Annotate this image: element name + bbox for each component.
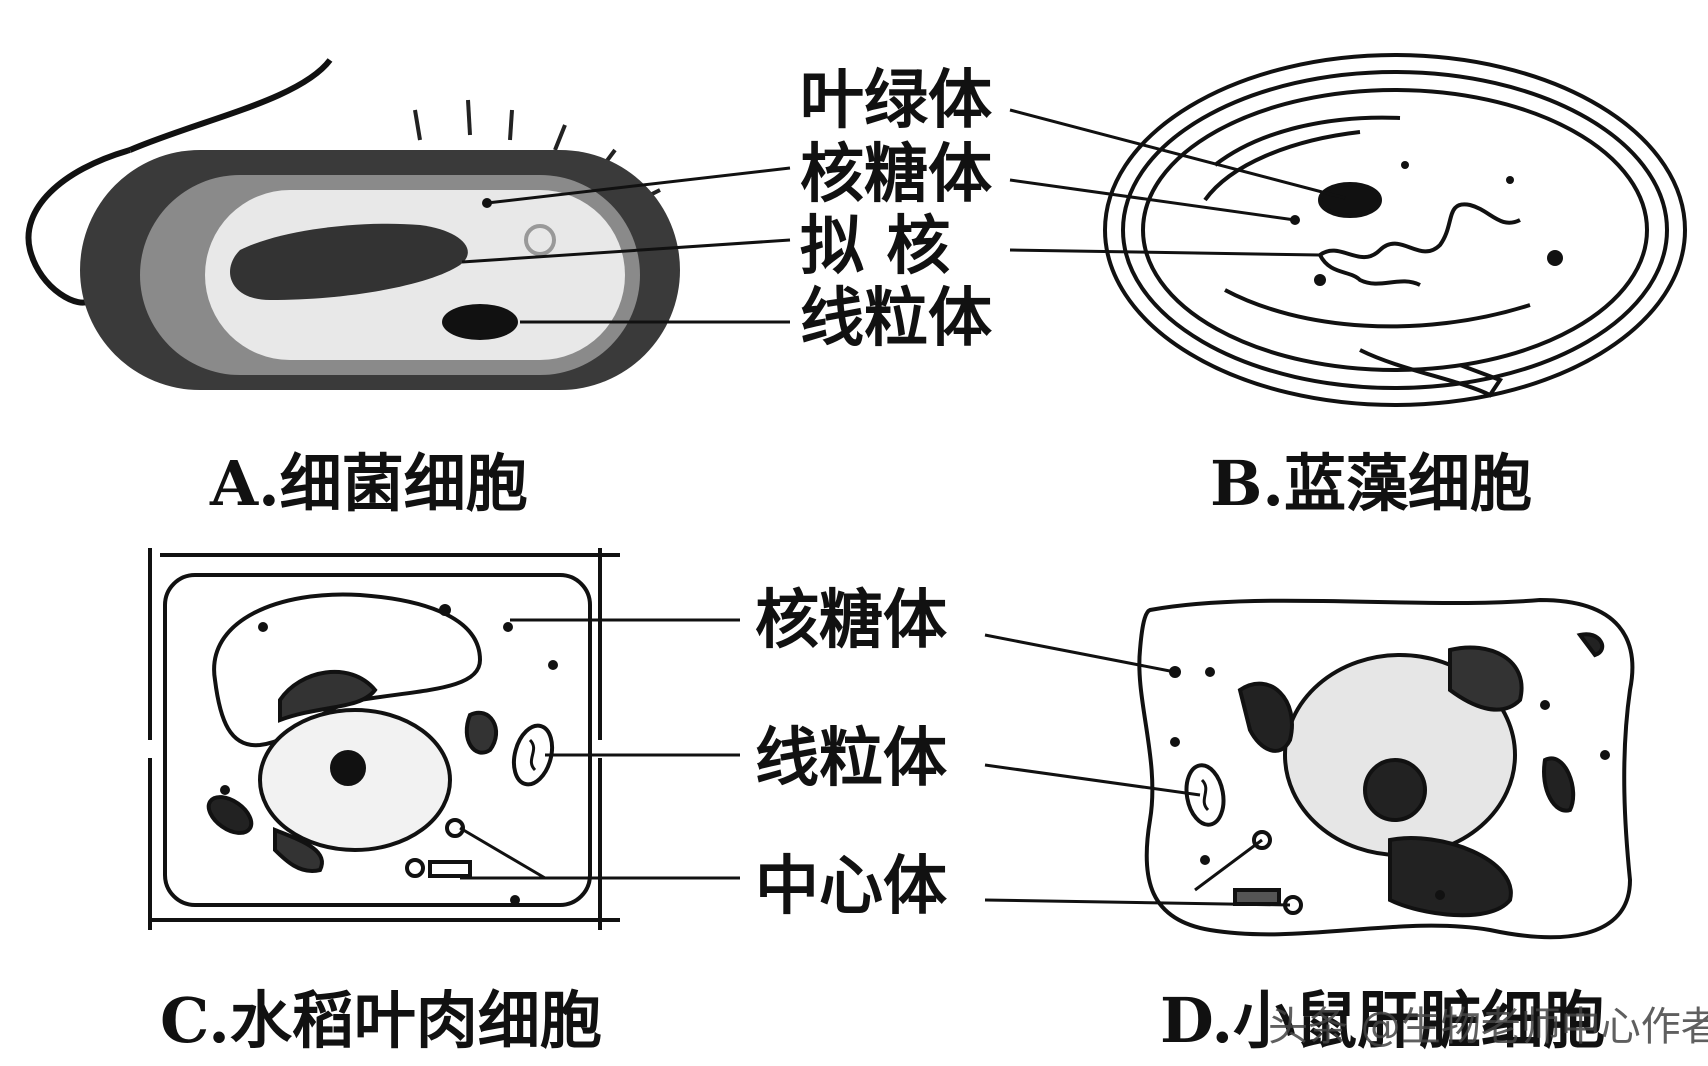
watermark: 头条 @生物老师中心作者 bbox=[1268, 1004, 1708, 1050]
label-nucleoid-top: 拟 核 bbox=[800, 209, 950, 284]
label-ribosome-bottom: 核糖体 bbox=[755, 583, 947, 658]
flagellum-tip bbox=[128, 58, 333, 153]
cyano-ribosomes bbox=[1290, 161, 1563, 286]
caption-a: A.细菌细胞 bbox=[209, 447, 528, 520]
label-ribosome-top: 核糖体 bbox=[800, 137, 992, 212]
label-chloroplast-top: 叶绿体 bbox=[800, 63, 992, 138]
cyanobacterium-drawing bbox=[1103, 53, 1687, 407]
caption-c: C.水稻叶肉细胞 bbox=[160, 984, 602, 1057]
flagellum bbox=[25, 147, 131, 306]
animal-cell-drawing bbox=[1137, 597, 1635, 940]
plant-centrosome bbox=[405, 818, 472, 878]
plant-cell-drawing bbox=[148, 548, 620, 930]
caption-b: B.蓝藻细胞 bbox=[1210, 447, 1532, 520]
label-mitochondrion-bottom: 线粒体 bbox=[755, 721, 947, 796]
caption-d: D.小鼠肝脏细胞 bbox=[1160, 984, 1605, 1057]
top-leader-lines bbox=[461, 108, 1346, 324]
label-centrosome-bottom: 中心体 bbox=[755, 849, 947, 924]
cyano-nucleoid bbox=[1318, 202, 1521, 260]
bottom-leader-lines bbox=[459, 618, 1291, 907]
cyano-chloroplast-like bbox=[1318, 182, 1382, 218]
bacterial-cell-drawing bbox=[25, 58, 680, 390]
bacterial-dark-body bbox=[442, 304, 518, 340]
label-mitochondrion-top: 线粒体 bbox=[800, 281, 992, 356]
bacterial-nucleoid bbox=[230, 223, 468, 300]
